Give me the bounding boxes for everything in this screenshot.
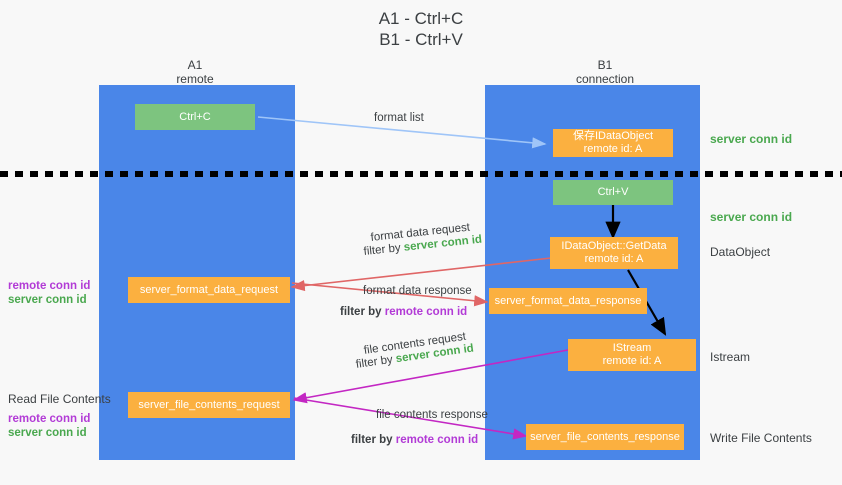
label-read-file-contents: Read File Contents — [8, 392, 111, 406]
label-right-istream: Istream — [710, 350, 751, 364]
box-server-file-contents-response[interactable]: server_file_contents_response — [526, 424, 684, 450]
label-file-contents-response-filter: filter by remote conn id — [351, 433, 478, 447]
box-server-file-contents-request[interactable]: server_file_contents_request — [128, 392, 290, 418]
box-istream-line2: remote id: A — [602, 355, 662, 367]
label-format-data-response: format data response — [363, 285, 472, 297]
filter-prefix: filter by — [351, 434, 396, 446]
column-b1-sub: connection — [575, 72, 635, 86]
box-server-format-data-response-label: server_format_data_response — [494, 294, 642, 307]
box-server-format-data-response[interactable]: server_format_data_response — [489, 288, 647, 314]
label-remote-conn-id: remote conn id — [8, 413, 91, 425]
title-line-1: A1 - Ctrl+C — [378, 9, 464, 28]
label-server-conn-id: server conn id — [8, 294, 87, 306]
box-server-file-contents-response-label: server_file_contents_response — [530, 430, 680, 443]
box-server-format-data-request-label: server_format_data_request — [139, 283, 279, 296]
title-line-2: B1 - Ctrl+V — [379, 30, 463, 49]
label-format-data-response-filter: filter by remote conn id — [340, 305, 467, 319]
filter-key-remote-conn-id: remote conn id — [395, 434, 479, 446]
page-title: A1 - Ctrl+C B1 - Ctrl+V — [0, 8, 842, 50]
column-header-a1: A1 remote — [130, 58, 260, 86]
label-right-server-conn-id-mid: server conn id — [710, 210, 793, 224]
label-format-list: format list — [374, 112, 424, 124]
box-getdata-line2: remote id: A — [584, 253, 644, 265]
box-idataobject-getdata[interactable]: IDataObject::GetData remote id: A — [550, 237, 678, 269]
column-header-b1: B1 connection — [540, 58, 670, 86]
box-getdata-line1: IDataObject::GetData — [561, 240, 667, 252]
label-file-contents-response: file contents response — [376, 409, 488, 421]
filter-prefix: filter by — [340, 306, 385, 318]
box-save-idataobject-line2: remote id: A — [583, 143, 643, 155]
label-right-dataobject: DataObject — [710, 245, 771, 259]
box-ctrl-c-label: Ctrl+C — [179, 110, 211, 123]
label-right-write-file-contents: Write File Contents — [710, 431, 812, 445]
box-save-idataobject[interactable]: 保存IDataObject remote id: A — [553, 129, 673, 157]
column-a1-name: A1 — [187, 58, 203, 72]
filter-prefix: filter by — [355, 353, 397, 371]
box-istream-line1: IStream — [612, 342, 652, 354]
box-ctrl-v-label: Ctrl+V — [597, 186, 629, 198]
box-server-format-data-request[interactable]: server_format_data_request — [128, 277, 290, 303]
column-b1-name: B1 — [597, 58, 613, 72]
box-istream[interactable]: IStream remote id: A — [568, 339, 696, 371]
label-left-conn-pair-bottom: remote conn id server conn id — [8, 412, 90, 440]
filter-key-remote-conn-id: remote conn id — [384, 306, 468, 318]
label-remote-conn-id: remote conn id — [8, 280, 91, 292]
box-ctrl-v[interactable]: Ctrl+V — [553, 180, 673, 205]
label-server-conn-id: server conn id — [8, 427, 87, 439]
label-left-conn-pair-top: remote conn id server conn id — [8, 279, 90, 307]
box-save-idataobject-line1: 保存IDataObject — [572, 130, 654, 142]
box-ctrl-c[interactable]: Ctrl+C — [135, 104, 255, 130]
column-a1-sub: remote — [176, 72, 214, 86]
label-right-server-conn-id-top: server conn id — [710, 132, 793, 146]
filter-prefix: filter by — [363, 241, 405, 258]
box-server-file-contents-request-label: server_file_contents_request — [138, 398, 280, 411]
